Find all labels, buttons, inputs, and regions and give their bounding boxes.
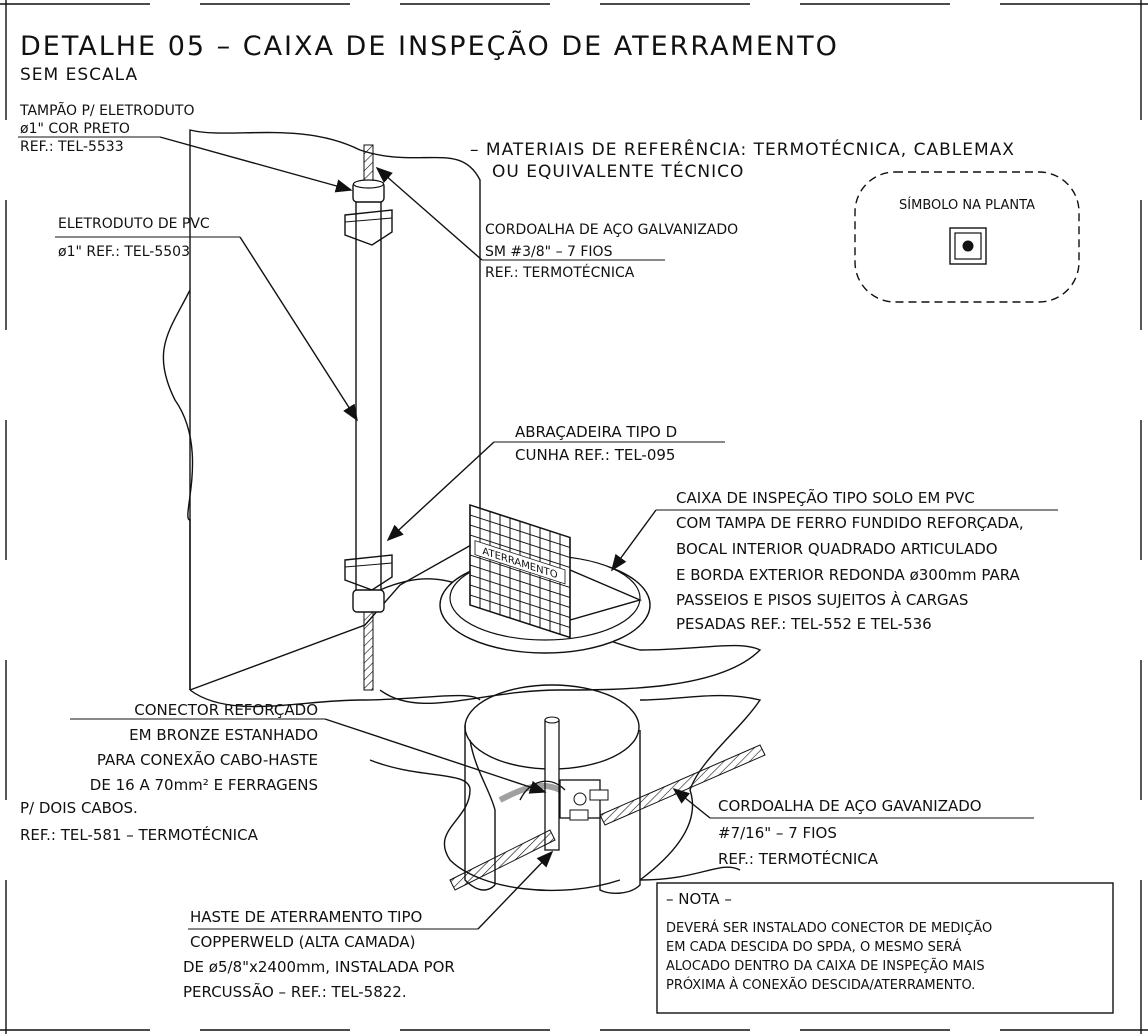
svg-text:ELETRODUTO DE PVC: ELETRODUTO DE PVC [58, 216, 210, 232]
callout-cordoalha-top: CORDOALHA DE AÇO GALVANIZADO SM #3/8" – … [375, 166, 738, 281]
plan-symbol-dot-icon [962, 240, 974, 252]
svg-text:COM TAMPA DE FERRO FUNDIDO REF: COM TAMPA DE FERRO FUNDIDO REFORÇADA, [676, 514, 1024, 532]
svg-text:PERCUSSÃO – REF.: TEL-5822.: PERCUSSÃO – REF.: TEL-5822. [183, 982, 407, 1001]
page-title: DETALHE 05 – CAIXA DE INSPEÇÃO DE ATERRA… [20, 30, 839, 62]
svg-text:REF.: TERMOTÉCNICA: REF.: TERMOTÉCNICA [485, 264, 635, 281]
plan-symbol-label: SÍMBOLO NA PLANTA [899, 197, 1035, 213]
plan-symbol: SÍMBOLO NA PLANTA [854, 171, 1080, 303]
callout-eletroduto: ELETRODUTO DE PVC ø1" REF.: TEL-5503 [55, 216, 358, 422]
callout-haste: HASTE DE ATERRAMENTO TIPO COPPERWELD (AL… [183, 850, 554, 1001]
nota-box: – NOTA – DEVERÁ SER INSTALADO CONECTOR D… [656, 882, 1114, 1014]
svg-text:TAMPÃO P/ ELETRODUTO: TAMPÃO P/ ELETRODUTO [19, 102, 194, 119]
ground-rod [544, 716, 560, 851]
page-subtitle: SEM ESCALA [20, 65, 138, 85]
svg-text:CUNHA REF.: TEL-095: CUNHA REF.: TEL-095 [515, 446, 675, 464]
svg-text:ø1" COR PRETO: ø1" COR PRETO [20, 121, 130, 137]
svg-text:PASSEIOS E PISOS SUJEITOS À CA: PASSEIOS E PISOS SUJEITOS À CARGAS [676, 590, 968, 609]
svg-text:BOCAL INTERIOR QUADRADO ARTICU: BOCAL INTERIOR QUADRADO ARTICULADO [676, 540, 998, 558]
svg-text:PARA CONEXÃO CABO-HASTE: PARA CONEXÃO CABO-HASTE [97, 750, 318, 769]
svg-text:PRÓXIMA À CONEXÃO DESCIDA/ATER: PRÓXIMA À CONEXÃO DESCIDA/ATERRAMENTO. [666, 977, 975, 993]
svg-text:CAIXA DE INSPEÇÃO TIPO SOLO EM: CAIXA DE INSPEÇÃO TIPO SOLO EM PVC [676, 488, 975, 507]
svg-text:REF.: TEL-5533: REF.: TEL-5533 [20, 139, 124, 155]
bottom-cable [449, 744, 766, 891]
svg-text:EM CADA DESCIDA DO SPDA, O MES: EM CADA DESCIDA DO SPDA, O MESMO SERÁ [666, 939, 962, 955]
svg-text:COPPERWELD (ALTA CAMADA): COPPERWELD (ALTA CAMADA) [190, 933, 415, 951]
svg-text:REF.: TEL-581 – TERMOTÉCNICA: REF.: TEL-581 – TERMOTÉCNICA [20, 825, 259, 844]
ref-materials-line2: OU EQUIVALENTE TÉCNICO [492, 160, 744, 182]
svg-text:CONECTOR REFORÇADO: CONECTOR REFORÇADO [134, 701, 318, 719]
svg-text:SM #3/8" – 7 FIOS: SM #3/8" – 7 FIOS [485, 244, 613, 260]
svg-text:ø1" REF.: TEL-5503: ø1" REF.: TEL-5503 [58, 244, 190, 260]
svg-text:ALOCADO DENTRO DA CAIXA DE INS: ALOCADO DENTRO DA CAIXA DE INSPEÇÃO MAIS [666, 958, 985, 974]
d-clamp-bottom [344, 554, 393, 591]
svg-text:DE ø5/8"x2400mm, INSTALADA POR: DE ø5/8"x2400mm, INSTALADA POR [183, 958, 455, 976]
svg-text:DE 16 A 70mm² E FERRAGENS: DE 16 A 70mm² E FERRAGENS [90, 776, 318, 794]
svg-text:#7/16" – 7 FIOS: #7/16" – 7 FIOS [718, 824, 837, 842]
callout-caixa: CAIXA DE INSPEÇÃO TIPO SOLO EM PVC COM T… [611, 488, 1058, 633]
d-clamp-top [344, 209, 393, 246]
svg-text:CORDOALHA DE AÇO GAVANIZADO: CORDOALHA DE AÇO GAVANIZADO [718, 797, 982, 815]
pvc-conduit [352, 179, 385, 613]
svg-text:P/ DOIS CABOS.: P/ DOIS CABOS. [20, 799, 138, 817]
callout-conector: CONECTOR REFORÇADO EM BRONZE ESTANHADO P… [20, 701, 547, 844]
callout-cordoalha-bottom: CORDOALHA DE AÇO GAVANIZADO #7/16" – 7 F… [672, 787, 1034, 868]
svg-text:CORDOALHA DE AÇO GALVANIZADO: CORDOALHA DE AÇO GALVANIZADO [485, 222, 738, 238]
svg-text:DEVERÁ SER INSTALADO CONECTOR: DEVERÁ SER INSTALADO CONECTOR DE MEDIÇÃO [666, 920, 992, 936]
svg-text:ABRAÇADEIRA TIPO D: ABRAÇADEIRA TIPO D [515, 423, 677, 441]
nota-title: – NOTA – [666, 890, 732, 908]
svg-text:E BORDA EXTERIOR REDONDA ø300m: E BORDA EXTERIOR REDONDA ø300mm PARA [676, 566, 1021, 584]
svg-text:EM BRONZE ESTANHADO: EM BRONZE ESTANHADO [129, 726, 318, 744]
svg-text:HASTE DE ATERRAMENTO TIPO: HASTE DE ATERRAMENTO TIPO [190, 908, 422, 926]
callout-tampao: TAMPÃO P/ ELETRODUTO ø1" COR PRETO REF.:… [18, 102, 353, 193]
svg-text:REF.: TERMOTÉCNICA: REF.: TERMOTÉCNICA [718, 849, 879, 868]
wall-outline [162, 129, 481, 691]
soil-section [189, 689, 762, 892]
callout-abracadeira: ABRAÇADEIRA TIPO D CUNHA REF.: TEL-095 [386, 423, 725, 542]
ref-materials-line1: – MATERIAIS DE REFERÊNCIA: TERMOTÉCNICA,… [470, 138, 1015, 160]
cast-iron-lid: ATERRAMENTO [469, 503, 571, 639]
svg-text:PESADAS REF.: TEL-552 E TEL-53: PESADAS REF.: TEL-552 E TEL-536 [676, 615, 932, 633]
